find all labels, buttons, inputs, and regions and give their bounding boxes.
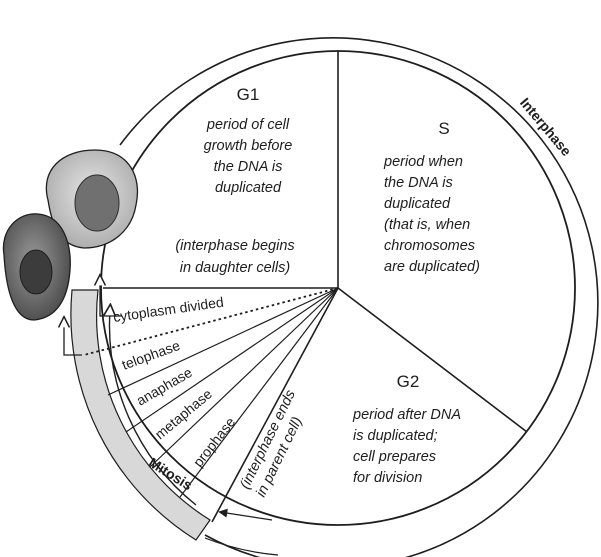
g1-note-line: (interphase begins bbox=[175, 238, 294, 254]
s-desc-line: period when bbox=[383, 154, 463, 170]
s-title: S bbox=[438, 119, 449, 138]
daughter-cell-dark bbox=[3, 214, 70, 320]
g2-desc-line: cell prepares bbox=[353, 449, 436, 465]
g1-desc-line: growth before bbox=[204, 138, 293, 154]
g1-desc-line: period of cell bbox=[206, 117, 290, 133]
s-desc-line: the DNA is bbox=[384, 175, 453, 191]
g2-desc-line: period after DNA bbox=[352, 407, 461, 423]
g2-desc-line: for division bbox=[353, 470, 422, 486]
s-desc-line: (that is, when bbox=[384, 217, 470, 233]
g1-desc-line: duplicated bbox=[215, 180, 282, 196]
s-desc-line: are duplicated) bbox=[384, 259, 480, 275]
s-desc-line: duplicated bbox=[384, 196, 451, 212]
g1-title: G1 bbox=[237, 85, 260, 104]
g1-note-line: in daughter cells) bbox=[180, 260, 290, 276]
g1-desc-line: the DNA is bbox=[214, 159, 283, 175]
g2-desc-line: is duplicated; bbox=[353, 428, 438, 444]
g2-title: G2 bbox=[397, 372, 420, 391]
s-desc-line: chromosomes bbox=[384, 238, 475, 254]
